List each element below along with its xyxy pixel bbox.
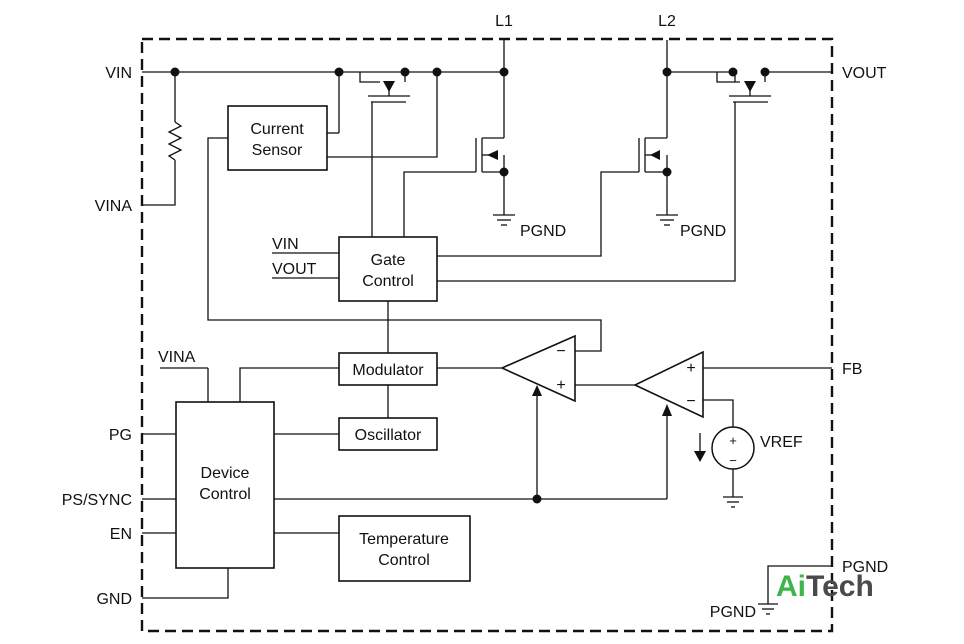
comp1-plus: +: [556, 377, 565, 394]
gate-input-vin: VIN: [272, 236, 299, 253]
comp2-minus: −: [686, 393, 695, 410]
oscillator-block: Oscillator: [338, 417, 438, 451]
current-comparator: − +: [500, 334, 576, 403]
pin-pg: PG: [109, 427, 132, 444]
vref-label: VREF: [760, 434, 803, 451]
vref-source: + −: [711, 426, 755, 470]
pin-vout: VOUT: [842, 65, 887, 82]
error-amplifier: + −: [633, 350, 704, 419]
oscillator-label: Oscillator: [355, 427, 422, 444]
pin-pgnd-right: PGND: [842, 559, 888, 576]
pin-en: EN: [110, 526, 132, 543]
pin-l1: L1: [495, 13, 513, 30]
pin-l2: L2: [658, 13, 676, 30]
current-sensor-block: Current Sensor: [227, 105, 328, 171]
comp1-minus: −: [556, 343, 565, 360]
pin-ps-sync: PS/SYNC: [62, 492, 132, 509]
gate-control-label-2: Control: [362, 273, 414, 290]
pgnd-q1-label: PGND: [520, 223, 566, 240]
aitech-watermark: AiTech: [776, 570, 874, 603]
temperature-control-label-1: Temperature: [359, 531, 449, 548]
pin-pgnd-bottom: PGND: [710, 604, 756, 621]
wires: [142, 40, 832, 615]
pin-vina: VINA: [95, 198, 133, 215]
arrows: [383, 81, 756, 462]
device-control-block: Device Control: [175, 401, 275, 569]
pin-labels: VIN VINA PG PS/SYNC EN GND L1 L2 VOUT FB…: [62, 13, 888, 621]
comp2-plus: +: [686, 360, 695, 377]
temperature-control-block: Temperature Control: [338, 515, 471, 582]
current-sensor-label-2: Sensor: [252, 142, 303, 159]
chip-boundary: [140, 37, 834, 633]
temperature-control-label-2: Control: [378, 552, 430, 569]
current-sensor-label-1: Current: [250, 121, 304, 138]
watermark-ai: AiTech: [776, 570, 874, 603]
gate-control-label-1: Gate: [371, 252, 406, 269]
gate-input-vout: VOUT: [272, 261, 317, 278]
modulator-label: Modulator: [352, 362, 424, 379]
device-control-label-2: Control: [199, 486, 251, 503]
vina-internal-label: VINA: [158, 349, 196, 366]
pin-fb: FB: [842, 361, 862, 378]
pgnd-q2-label: PGND: [680, 223, 726, 240]
internal-labels: VIN VOUT VINA PGND PGND VREF: [158, 223, 803, 451]
svg-text:+: +: [729, 433, 737, 448]
device-control-label-1: Device: [201, 465, 250, 482]
gate-control-block: Gate Control: [338, 236, 438, 302]
pin-vin: VIN: [105, 65, 132, 82]
modulator-block: Modulator: [338, 352, 438, 386]
pin-gnd: GND: [96, 591, 132, 608]
svg-text:−: −: [729, 453, 737, 468]
junction-dots: [170, 67, 770, 504]
